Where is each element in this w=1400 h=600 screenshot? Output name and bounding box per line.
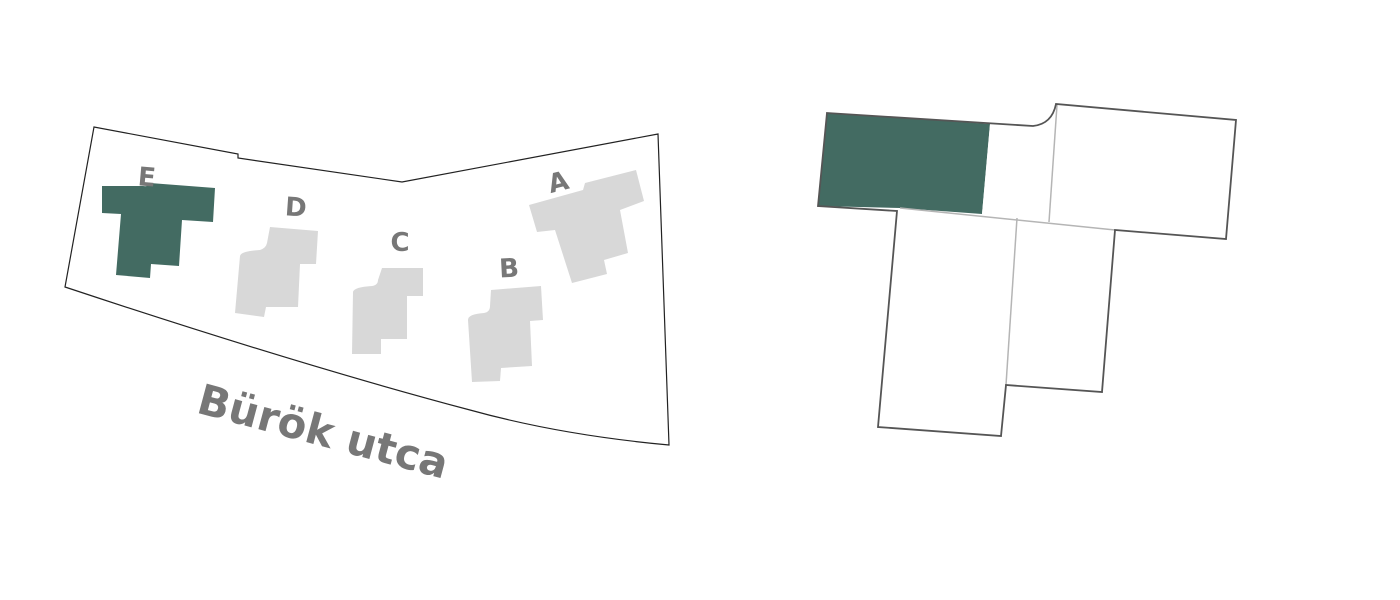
unit-2[interactable] [982, 105, 1057, 222]
building-label-d: D [284, 192, 308, 223]
building-e[interactable] [102, 183, 215, 278]
floor-plan [817, 103, 1237, 437]
interior-walls [899, 104, 1116, 386]
unit-4[interactable] [878, 208, 1017, 436]
building-label-b: B [498, 253, 519, 284]
building-b[interactable] [468, 286, 543, 382]
unit-5[interactable] [1006, 218, 1115, 392]
unit-3[interactable] [1049, 105, 1236, 239]
building-a[interactable] [529, 170, 644, 283]
unit-1[interactable] [818, 113, 990, 214]
building-outline [817, 103, 1237, 437]
building-c[interactable] [352, 268, 423, 354]
site-plan: E D C B A Bürök utca [64, 126, 670, 488]
building-label-e: E [137, 162, 157, 193]
building-label-c: C [390, 228, 409, 258]
building-d[interactable] [235, 227, 318, 317]
